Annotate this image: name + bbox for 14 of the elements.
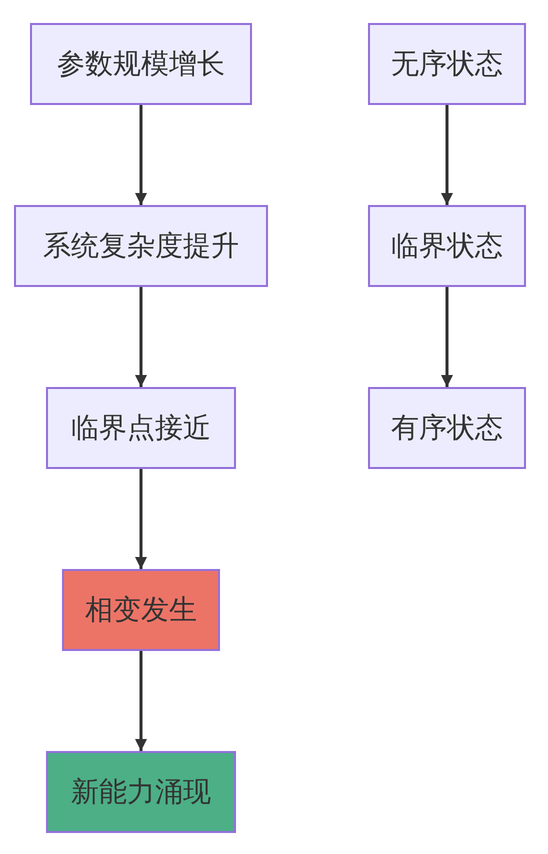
arrow <box>135 469 147 569</box>
arrow <box>441 287 453 387</box>
arrow <box>441 105 453 205</box>
process-box: 新能力涌现 <box>46 751 236 833</box>
process-box: 相变发生 <box>62 569 220 651</box>
process-box: 临界状态 <box>368 205 526 287</box>
arrow <box>135 287 147 387</box>
process-box: 系统复杂度提升 <box>14 205 268 287</box>
arrow <box>135 651 147 751</box>
process-box: 无序状态 <box>368 23 526 105</box>
process-box: 有序状态 <box>368 387 526 469</box>
process-box: 参数规模增长 <box>30 23 252 105</box>
process-box: 临界点接近 <box>46 387 236 469</box>
arrow <box>135 105 147 205</box>
